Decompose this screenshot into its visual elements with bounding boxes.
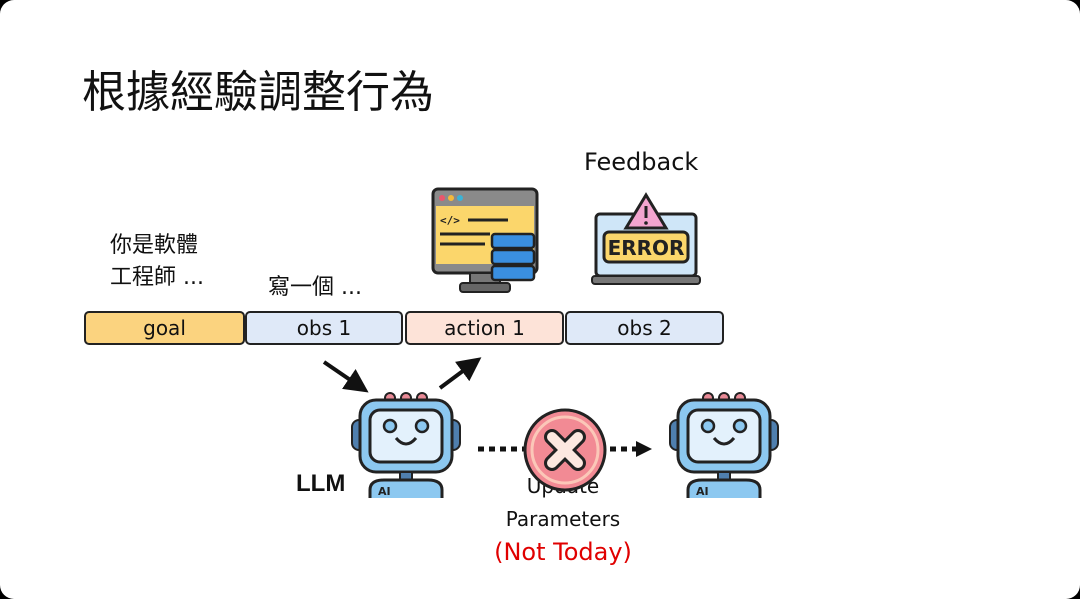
action1-box: action 1 <box>405 311 564 345</box>
goal-note-line: 你是軟體 <box>110 233 199 258</box>
parameters-line: Parameters <box>505 507 621 531</box>
goal-box: goal <box>84 311 245 345</box>
arrow-obs-to-llm <box>322 360 369 393</box>
robot-icon-updated <box>668 391 780 500</box>
svg-text:AI: AI <box>378 485 391 498</box>
code-monitor-icon: </> <box>431 187 539 293</box>
obs1-note: 寫一個 ... <box>268 275 362 300</box>
svg-text:</>: </> <box>440 214 460 227</box>
not-today-label: (Not Today) <box>494 538 632 566</box>
robot-icon: AI <box>351 392 461 498</box>
goal-note-line: 工程師 ... <box>110 265 204 290</box>
llm-label: LLM <box>296 470 346 497</box>
slide-title: 根據經驗調整行為 <box>82 67 434 118</box>
obs1-box: obs 1 <box>245 311 403 345</box>
x-circle-icon <box>523 408 607 492</box>
obs2-box: obs 2 <box>565 311 724 345</box>
feedback-label: Feedback <box>584 148 699 176</box>
error-text: ERROR <box>608 236 685 260</box>
arrow-llm-to-action <box>438 357 482 390</box>
goal-note: 你是軟體 工程師 ... <box>110 230 204 294</box>
error-laptop-icon: ERROR <box>591 192 701 285</box>
